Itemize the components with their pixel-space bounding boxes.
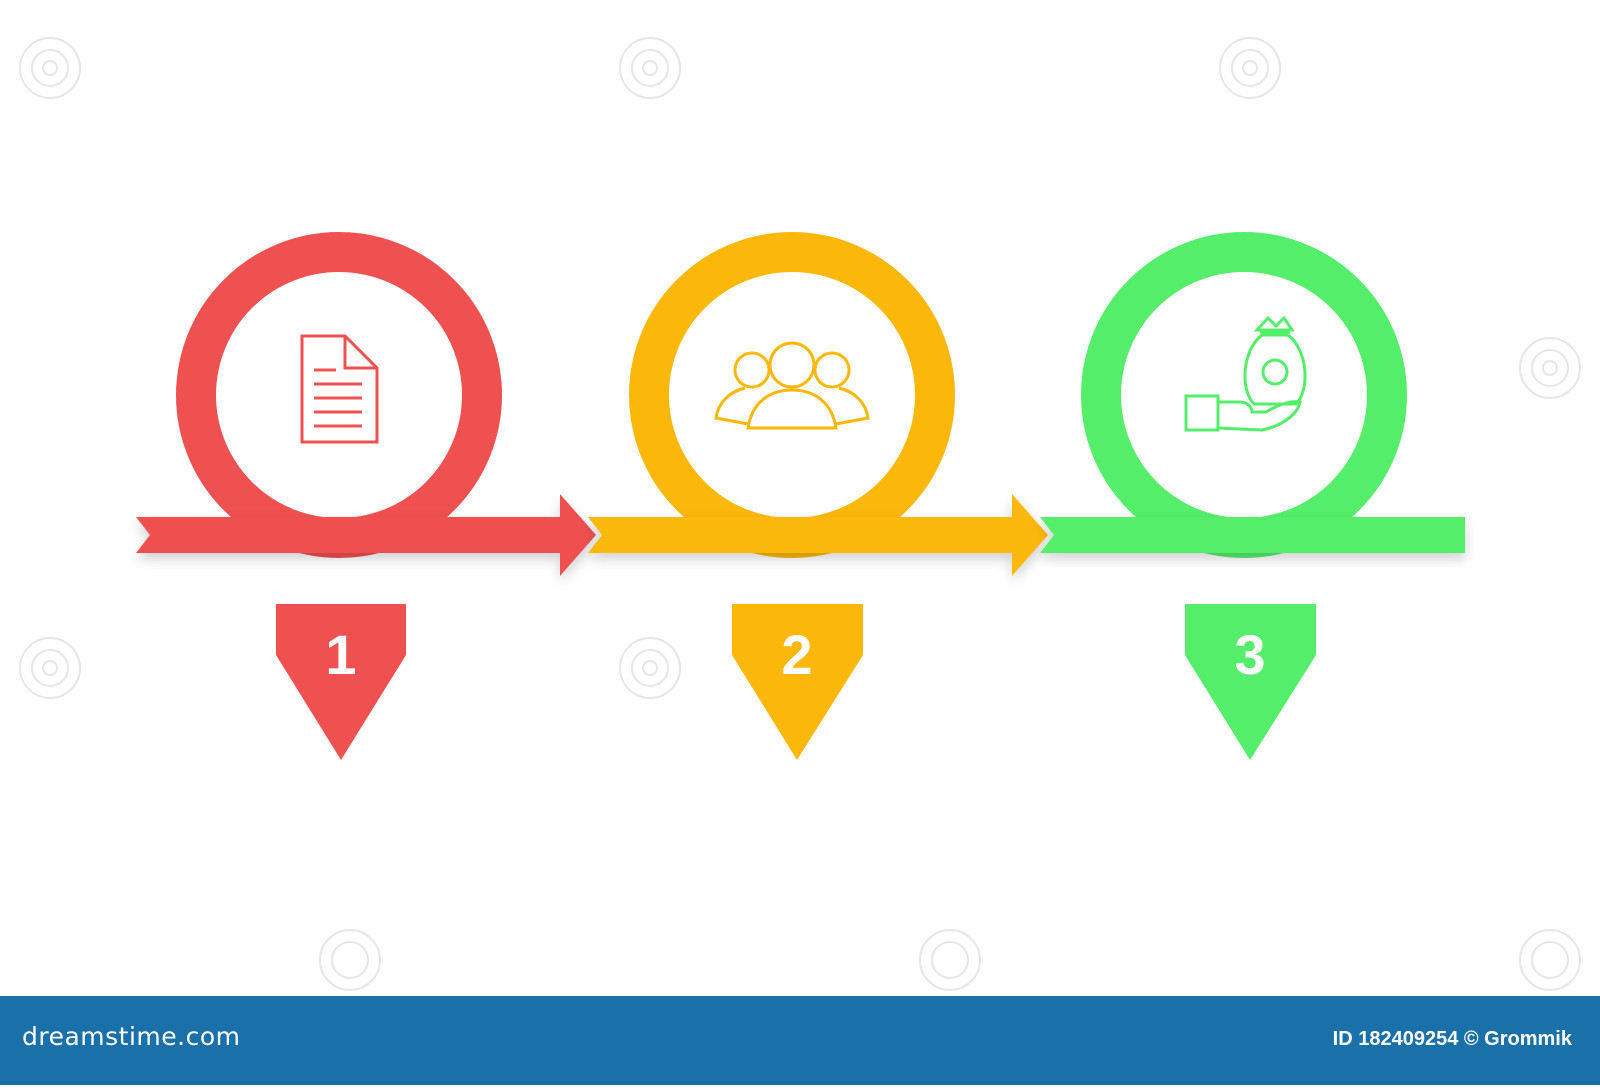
step-3: 3 bbox=[1040, 232, 1465, 760]
step-1-arrow bbox=[136, 494, 596, 576]
money-bag-hand-icon bbox=[1184, 315, 1307, 432]
document-icon bbox=[300, 334, 379, 444]
team-icon bbox=[714, 341, 870, 430]
step-3-arrow bbox=[1040, 517, 1465, 553]
footer-brand[interactable]: dreamstime.com bbox=[22, 1022, 241, 1051]
step-1-marker bbox=[276, 604, 406, 760]
step-1: 1 bbox=[136, 232, 596, 760]
step-3-marker bbox=[1185, 604, 1316, 760]
step-1-ring bbox=[176, 232, 502, 558]
footer-image-id: ID 182409254 © Grommik bbox=[1332, 1028, 1572, 1050]
step-2: 2 bbox=[588, 232, 1048, 760]
step-2-ring bbox=[629, 232, 955, 558]
step-2-number: 2 bbox=[781, 623, 812, 686]
footer-bar: dreamstime.com ID 182409254 © Grommik bbox=[0, 996, 1600, 1085]
step-3-number: 3 bbox=[1234, 623, 1265, 686]
step-1-number: 1 bbox=[325, 623, 356, 686]
step-2-arrow bbox=[588, 494, 1048, 576]
step-2-marker bbox=[732, 604, 863, 760]
step-3-ring bbox=[1081, 232, 1407, 558]
